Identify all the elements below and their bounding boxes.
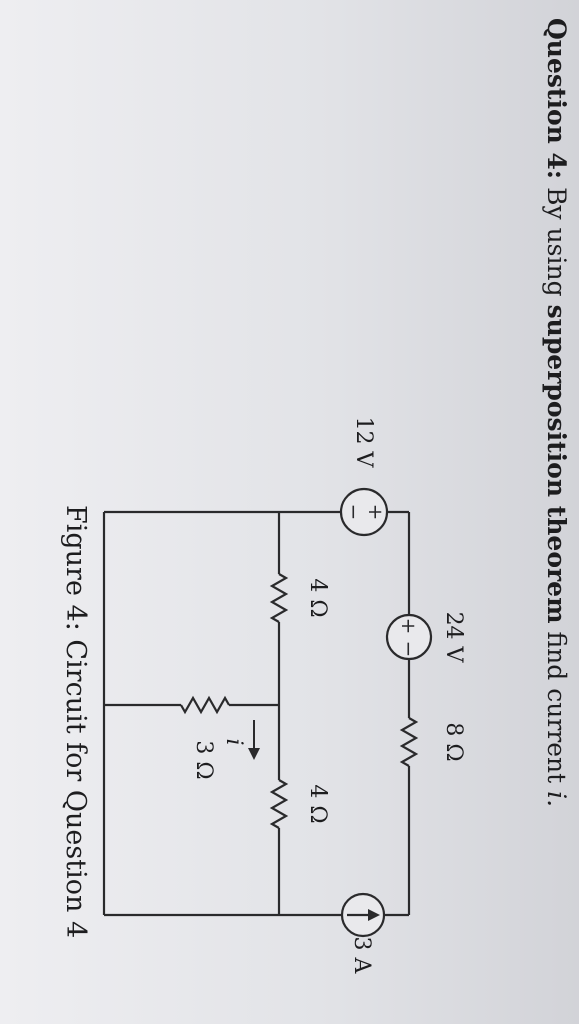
resistor-top-right-label: 8 Ω — [441, 722, 466, 761]
resistor-left-middle-label: 4 Ω — [305, 578, 330, 617]
resistor-bottom-zigzag — [180, 695, 230, 715]
figure-caption: Figure 4: Circuit for Question 4 — [60, 505, 91, 939]
resistor-bottom-label: 3 Ω — [191, 740, 216, 779]
resistor-top-right-zigzag — [399, 717, 419, 767]
resistor-left-middle-zigzag — [269, 573, 289, 623]
voltage-source-24v-label: 24 V — [441, 612, 466, 664]
voltage-source-12v-plus: + — [364, 504, 388, 521]
voltage-source-12v-symbol — [339, 487, 389, 537]
voltage-source-12v-minus: − — [342, 504, 366, 521]
current-i-label: i — [221, 738, 246, 745]
resistor-right-middle-label: 4 Ω — [305, 784, 330, 823]
current-source-3a-arrow-head — [368, 909, 380, 921]
current-source-3a-label: 3 A — [349, 937, 374, 975]
resistor-right-middle-zigzag — [269, 779, 289, 829]
voltage-source-24v-symbol — [385, 613, 433, 661]
voltage-source-24v-plus: + — [397, 618, 421, 635]
voltage-source-24v-minus: − — [397, 641, 421, 658]
current-arrow-head — [248, 748, 260, 760]
voltage-source-12v-label: 12 V — [351, 417, 376, 469]
